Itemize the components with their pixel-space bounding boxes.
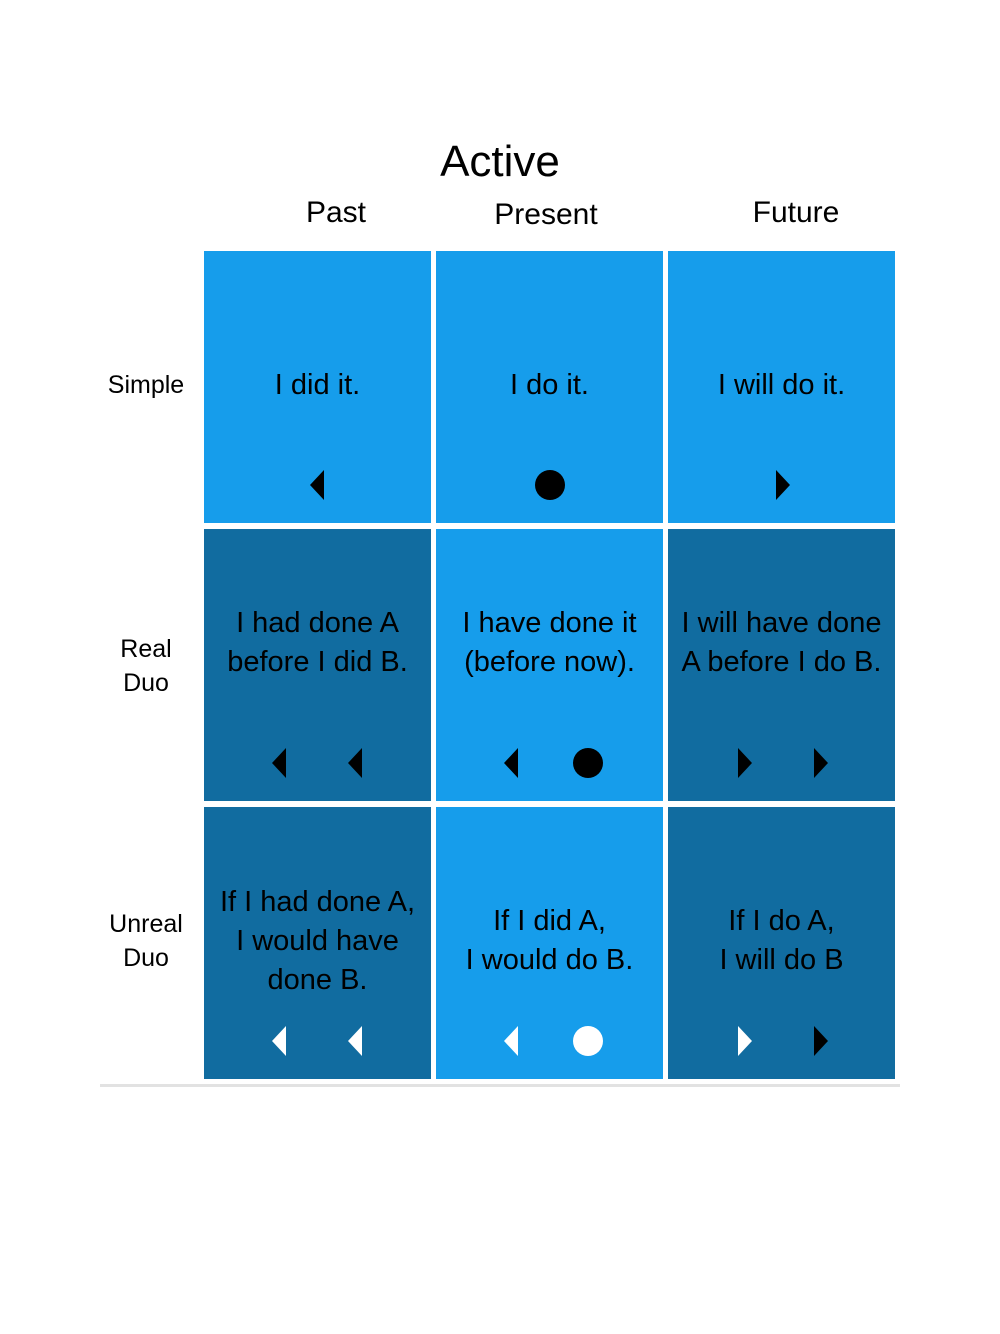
cell-text: I will have done A before I do B. bbox=[681, 607, 882, 678]
triangle-right-black-icon bbox=[800, 743, 840, 783]
cell-text: I have done it (before now). bbox=[462, 607, 637, 678]
cell-simple-present: I do it. bbox=[436, 251, 663, 523]
timeline-marks bbox=[436, 465, 663, 505]
triangle-right-white-icon bbox=[724, 1021, 764, 1061]
cell-simple-future: I will do it. bbox=[668, 251, 895, 523]
dot-black-icon bbox=[568, 743, 608, 783]
diagram-title: Active bbox=[440, 137, 560, 186]
cell-text: If I had done A, I would have done B. bbox=[219, 885, 416, 996]
row-header-unreal-duo: Unreal Duo bbox=[109, 910, 183, 972]
triangle-left-black-icon bbox=[298, 465, 338, 505]
cell-real-duo-past: I had done A before I did B. bbox=[204, 529, 431, 801]
baseline-divider bbox=[100, 1084, 900, 1087]
triangle-left-black-icon bbox=[492, 743, 532, 783]
column-header-past: Past bbox=[305, 196, 367, 229]
timeline-marks bbox=[204, 743, 431, 783]
column-header-present: Present bbox=[494, 198, 598, 231]
triangle-left-black-icon bbox=[260, 743, 300, 783]
column-header-future: Future bbox=[752, 196, 840, 229]
timeline-marks bbox=[436, 1021, 663, 1061]
cell-text: I had done A before I did B. bbox=[227, 607, 408, 678]
row-header-simple: Simple bbox=[107, 371, 185, 399]
timeline-marks bbox=[204, 465, 431, 505]
dot-black-icon bbox=[530, 465, 570, 505]
cell-simple-past: I did it. bbox=[204, 251, 431, 523]
timeline-marks bbox=[436, 743, 663, 783]
cell-text: If I did A, I would do B. bbox=[465, 905, 634, 976]
triangle-right-black-icon bbox=[724, 743, 764, 783]
triangle-left-white-icon bbox=[336, 1021, 376, 1061]
triangle-right-black-icon bbox=[800, 1021, 840, 1061]
triangle-right-black-icon bbox=[762, 465, 802, 505]
cell-text: If I do A, I will do B bbox=[719, 905, 844, 976]
cell-unreal-duo-present: If I did A, I would do B. bbox=[436, 807, 663, 1079]
triangle-left-white-icon bbox=[260, 1021, 300, 1061]
row-header-real-duo: Real Duo bbox=[120, 635, 172, 697]
cell-real-duo-present: I have done it (before now). bbox=[436, 529, 663, 801]
cell-unreal-duo-past: If I had done A, I would have done B. bbox=[204, 807, 431, 1079]
timeline-marks bbox=[668, 743, 895, 783]
cell-text: I did it. bbox=[274, 368, 361, 401]
triangle-left-black-icon bbox=[336, 743, 376, 783]
dot-white-icon bbox=[568, 1021, 608, 1061]
timeline-marks bbox=[668, 465, 895, 505]
cell-text: I will do it. bbox=[717, 368, 846, 401]
timeline-marks bbox=[204, 1021, 431, 1061]
cell-real-duo-future: I will have done A before I do B. bbox=[668, 529, 895, 801]
cell-unreal-duo-future: If I do A, I will do B bbox=[668, 807, 895, 1079]
triangle-left-white-icon bbox=[492, 1021, 532, 1061]
cell-text: I do it. bbox=[510, 368, 589, 401]
timeline-marks bbox=[668, 1021, 895, 1061]
